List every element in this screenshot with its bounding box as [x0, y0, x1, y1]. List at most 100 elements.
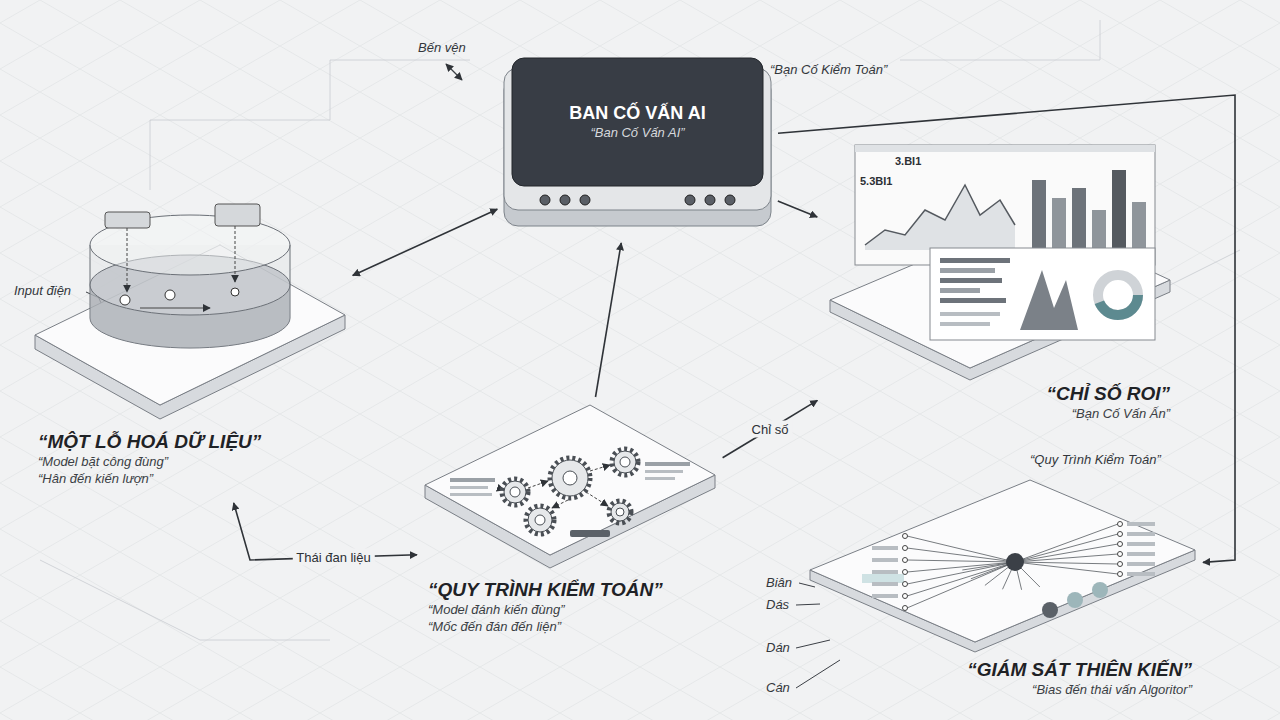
annotation-label: Bến vện [418, 40, 466, 56]
bias-monitor-platform-drawing-part [907, 536, 1015, 562]
roi-dashboard-platform-drawing-part [1032, 180, 1046, 252]
audit-process-platform-drawing-part [645, 462, 690, 466]
node-subtitle: “Mốc đến đán đến liện” [428, 619, 663, 636]
roi-dashboard-platform-drawing-part [940, 312, 1000, 316]
annotation-label: Cán [766, 680, 790, 696]
guide-lines-part [900, 20, 1100, 60]
node-subtitle: “Hân đến kiến lượn” [38, 471, 261, 488]
bias-monitor-platform-drawing-part [1118, 522, 1123, 527]
roi-dashboard-platform-drawing-part [1132, 202, 1146, 252]
advisory-board-box-drawing-part [512, 58, 763, 186]
bias-monitor-platform-drawing-part [872, 594, 898, 598]
advisory-board-box-drawing-part [540, 195, 550, 205]
data-platform-drawing-part [165, 290, 175, 300]
audit-process-platform-drawing-part [510, 487, 520, 497]
advisory-board-box-drawing-part [580, 195, 590, 205]
node-title: “QUY TRÌNH KIỂM TOÁN” [428, 578, 663, 602]
node-subtitle: “Model bặt công đùng” [38, 454, 261, 471]
double-arrow-part [446, 64, 462, 80]
text-group: “QUY TRÌNH KIỂM TOÁN”“Model đánh kiến đù… [428, 578, 663, 636]
bias-monitor-platform-drawing-part [1118, 542, 1123, 547]
text-group: “GIÁM SÁT THIÊN KIẾN”“Bias đến thái vấn … [967, 658, 1192, 699]
roi-dashboard-platform-drawing-part [1098, 275, 1138, 315]
roi-dashboard-platform-drawing-part [940, 322, 990, 326]
connector-arrow [723, 400, 818, 457]
audit-process-platform-drawing-part-part [528, 481, 548, 488]
leader-lines-part [799, 583, 815, 587]
roi-dashboard-platform-drawing-part [855, 145, 1155, 152]
connector-arrow [778, 201, 817, 217]
advisory-board-box: BAN CỐ VẤN AI“Ban Cố Vấn AI” [500, 50, 775, 240]
bias-monitor-platform-drawing-part [907, 560, 1015, 562]
roi-dashboard-platform-drawing-part [1092, 210, 1106, 252]
data-platform-drawing-part [215, 204, 260, 226]
chart-value: 3.BI1 [895, 155, 921, 168]
bias-monitor-platform-drawing-part [1015, 562, 1118, 574]
text-group: “MỘT LỖ HOÁ DỮ LIỆU”“Model bặt công đùng… [38, 430, 261, 488]
annotation-label: “Bạn Cố Kiểm Toán” [770, 62, 887, 78]
audit-process-platform-drawing-part [552, 460, 588, 496]
bias-monitor-platform-drawing-part [1015, 554, 1118, 562]
node-title: BAN CỐ VẤN AI [569, 102, 705, 125]
audit-process-platform-drawing-part-part [586, 492, 608, 506]
audit-process-platform-drawing [420, 400, 720, 700]
roi-dashboard-platform-drawing-part [1112, 170, 1126, 252]
advisory-board-box-drawing-part [685, 195, 695, 205]
bias-monitor-platform-drawing-part [1118, 562, 1123, 567]
audit-process-platform-drawing-part [450, 486, 488, 489]
bias-monitor-platform-drawing-part [872, 570, 898, 574]
audit-process-platform-drawing-part [570, 530, 610, 537]
leader-lines-part [796, 640, 830, 648]
bias-monitor-platform-drawing-part [1092, 582, 1108, 598]
node-subtitle: “Bạn Cố Vấn Ấn” [1046, 406, 1170, 423]
bias-monitor-platform-drawing-part [1118, 532, 1123, 537]
bias-monitor-platform-drawing-part [872, 546, 898, 550]
bias-monitor-platform-drawing-part [903, 558, 908, 563]
audit-process-platform-drawing-part [450, 478, 495, 482]
text-group: “CHỈ SỐ ROI”“Bạn Cố Vấn Ấn” [1046, 382, 1170, 423]
audit-process-platform-drawing-part [645, 477, 675, 480]
audit-process-platform-drawing-part-part [552, 500, 568, 508]
audit-process-platform-drawing-part [535, 515, 545, 525]
bias-monitor-platform-drawing-part [907, 562, 1015, 608]
node-subtitle: “Model đánh kiến đùng” [428, 602, 663, 619]
data-platform-drawing-part [140, 308, 210, 309]
bias-monitor-platform-drawing-part [1127, 542, 1155, 546]
audit-process-platform-drawing-part [616, 508, 624, 516]
roi-dashboard-platform-drawing-part [930, 248, 1155, 340]
bias-monitor-platform-drawing-part [903, 606, 908, 611]
bias-monitor-platform-drawing-part [1127, 572, 1155, 576]
node-title: “GIÁM SÁT THIÊN KIẾN” [967, 658, 1192, 682]
bias-monitor-platform-drawing-part [1015, 524, 1118, 562]
roi-dashboard-platform-drawing-part [1098, 275, 1138, 315]
bias-monitor-platform: “GIÁM SÁT THIÊN KIẾN”“Bias đến thái vấn … [800, 450, 1200, 705]
bias-monitor-platform-drawing-part [907, 548, 1015, 562]
connector-arrow [353, 209, 498, 275]
node-title: “CHỈ SỐ ROI” [1046, 382, 1170, 406]
audit-process-platform-drawing-part [611, 503, 629, 521]
data-platform: “MỘT LỖ HOÁ DỮ LIỆU”“Model bặt công đùng… [30, 200, 350, 500]
edge-label: Thái đan liệu [292, 549, 374, 566]
data-platform-drawing-part [231, 288, 239, 296]
bias-monitor-platform-drawing-part [903, 582, 908, 587]
bias-monitor-platform-drawing-part [1015, 534, 1118, 562]
bias-monitor-platform-drawing-part [903, 570, 908, 575]
double-arrow [446, 64, 462, 80]
bias-monitor-platform-drawing-part [907, 562, 1015, 596]
annotation-label: “Quy Trình Kiểm Toán” [1030, 452, 1161, 468]
roi-dashboard-platform-drawing-part [865, 185, 1015, 245]
node-subtitle: “Ban Cố Vấn AI” [590, 125, 684, 142]
roi-dashboard-platform-drawing-part [940, 278, 1002, 283]
annotation-label: Biân [766, 575, 792, 591]
audit-process-platform-drawing-part [425, 405, 715, 555]
advisory-board-box-drawing [500, 50, 775, 240]
roi-dashboard-platform-drawing-part [940, 288, 980, 293]
annotation-label: Dán [766, 640, 790, 656]
roi-dashboard-platform-drawing-part [1052, 198, 1066, 252]
bias-monitor-platform-drawing-part [872, 582, 898, 586]
bias-monitor-platform-drawing-part [1127, 552, 1155, 556]
audit-process-platform-drawing-part [609, 501, 631, 523]
bias-monitor-platform-drawing-part [903, 594, 908, 599]
